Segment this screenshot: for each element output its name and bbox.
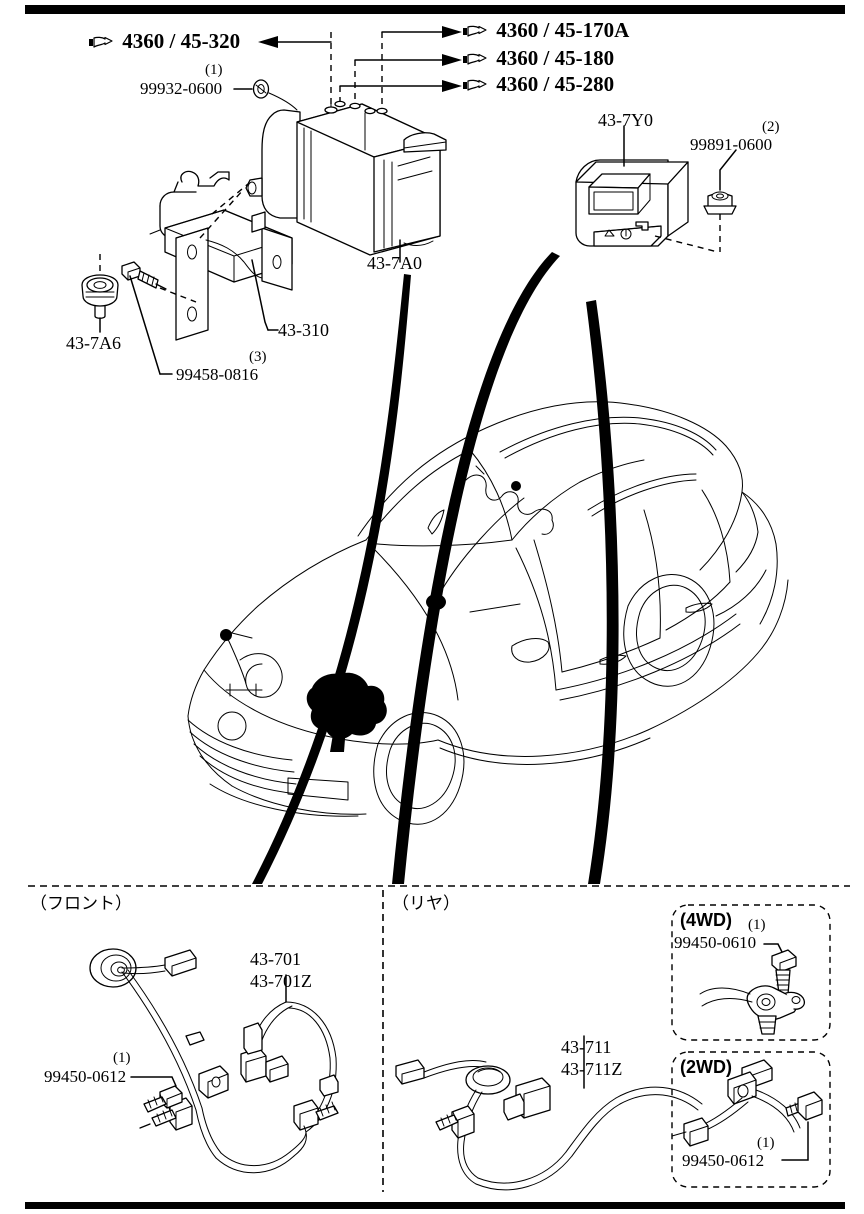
reference-label-45-320: 4360 / 45-320 <box>88 30 240 52</box>
part-bolt-99458 <box>121 261 197 375</box>
part-number: 99450-0612 <box>682 1151 765 1170</box>
part-abs-hydraulic-unit <box>245 100 447 263</box>
inset-label-2wd: (2WD) <box>680 1057 732 1077</box>
part-number: 43-7A0 <box>367 253 422 273</box>
pointing-hand-icon <box>463 53 487 65</box>
part-mounting-bracket <box>149 170 293 341</box>
part-label-43-7A0: 43-7A0 <box>367 254 422 273</box>
pointing-hand-icon <box>463 79 487 91</box>
bottom-rule <box>25 1202 845 1209</box>
part-number: 43-7Y0 <box>598 110 653 130</box>
vehicle-illustration <box>187 401 789 825</box>
pointing-hand-icon <box>463 25 487 37</box>
part-label-99450-0612-rear: 99450-0612 <box>682 1152 764 1170</box>
bracket-to-unit-link-2 <box>211 183 249 215</box>
part-label-99932-0600: 99932-0600 <box>140 80 222 98</box>
part-number: 43-7A6 <box>66 333 121 353</box>
part-nut-99891 <box>703 149 737 252</box>
part-control-module <box>575 125 719 253</box>
rear-harness-drawing <box>395 1035 703 1191</box>
part-qty-99450-0612-rear: (1) <box>757 1135 775 1151</box>
part-label-99458-0816: 99458-0816 <box>176 366 258 384</box>
part-number: 99932-0600 <box>140 79 223 98</box>
part-rubber-mount <box>81 254 119 333</box>
part-label-43-7A6: 43-7A6 <box>66 334 121 353</box>
reference-label-45-180: 4360 / 45-180 <box>462 47 614 69</box>
part-qty-99932-0600: (1) <box>205 62 223 78</box>
reference-arrow-left <box>258 36 332 48</box>
reference-arrows-right <box>339 26 462 92</box>
part-number: 43-711 <box>561 1037 612 1057</box>
part-label-43-7Y0: 43-7Y0 <box>598 111 653 130</box>
part-label-99450-0612-front: 99450-0612 <box>44 1068 126 1086</box>
part-label-43-711Z: 43-711Z <box>561 1060 622 1079</box>
part-label-43-701Z: 43-701Z <box>250 972 312 991</box>
reference-label-45-280: 4360 / 45-280 <box>462 73 614 95</box>
front-harness-drawing <box>89 948 339 1174</box>
part-number: 99891-0600 <box>690 135 773 154</box>
part-label-99891-0600: 99891-0600 <box>690 136 772 154</box>
port-dashed-leaders <box>330 32 383 108</box>
inset-4wd <box>671 904 831 1041</box>
part-qty-99458-0816: (3) <box>249 349 267 365</box>
part-qty-99450-0610: (1) <box>748 917 766 933</box>
inset-label-4wd: (4WD) <box>680 910 732 930</box>
part-qty-99891-0600: (2) <box>762 119 780 135</box>
panel-title-rear: （リヤ） <box>392 894 460 914</box>
reference-text: 4360 / 45-320 <box>122 29 241 53</box>
inset-2wd <box>671 1051 831 1188</box>
pointing-hand-icon <box>89 36 113 48</box>
part-number: 99458-0816 <box>176 365 259 384</box>
part-label-43-701: 43-701 <box>250 950 301 969</box>
part-label-43-310: 43-310 <box>278 321 329 340</box>
part-label-43-711: 43-711 <box>561 1038 611 1057</box>
part-oring-99932 <box>233 79 298 111</box>
part-number: 43-711Z <box>561 1059 623 1079</box>
reference-label-45-170A: 4360 / 45-170A <box>462 19 629 41</box>
part-number: 99450-0610 <box>674 933 757 952</box>
vehicle-callout-markers <box>220 465 554 752</box>
reference-text: 4360 / 45-170A <box>496 18 630 42</box>
top-rule <box>25 5 845 14</box>
part-number: 99450-0612 <box>44 1067 127 1086</box>
part-number: 43-310 <box>278 320 329 340</box>
part-number: 43-701Z <box>250 971 312 991</box>
part-qty-99450-0612-front: (1) <box>113 1050 131 1066</box>
reference-text: 4360 / 45-280 <box>496 72 615 96</box>
part-label-99450-0610: 99450-0610 <box>674 934 756 952</box>
callout-curves <box>252 252 619 884</box>
reference-text: 4360 / 45-180 <box>496 46 615 70</box>
panel-title-front: （フロント） <box>30 894 132 914</box>
part-number: 43-701 <box>250 949 301 969</box>
